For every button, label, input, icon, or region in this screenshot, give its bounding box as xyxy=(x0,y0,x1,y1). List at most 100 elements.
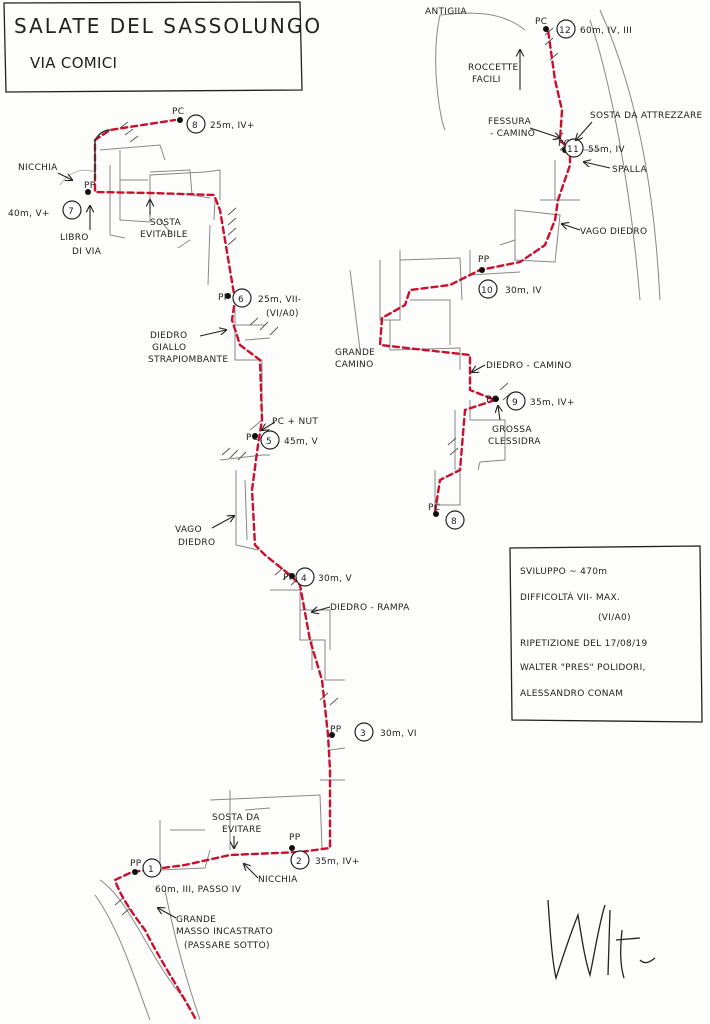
belay-11: PC 11 55m, IV xyxy=(558,138,625,158)
note-vago-diedro-2: DIEDRO xyxy=(178,538,215,548)
svg-text:PC: PC xyxy=(428,503,440,513)
rock-sketch-right xyxy=(349,9,661,506)
belay-6: PP 6 25m, VII- (VI/A0) xyxy=(218,288,301,319)
belay-1-grade: 60m, III, PASSO IV xyxy=(155,885,242,895)
summary-box: SVILUPPO ~ 470m DIFFICOLTÀ VII- MAX. (VI… xyxy=(509,545,703,723)
belay-3-number: 3 xyxy=(360,729,366,739)
svg-text:PP: PP xyxy=(218,293,230,303)
note-spalla: SPALLA xyxy=(612,165,647,175)
belay-2: PP 2 35m, IV+ xyxy=(289,833,360,870)
note-sosta-evitabile-1: SOSTA xyxy=(150,218,182,228)
note-sosta-evitabile-2: EVITABILE xyxy=(140,230,188,240)
belay-12-grade: 60m, IV, III xyxy=(580,26,632,36)
belay-4: PP 4 30m, V xyxy=(283,567,352,587)
note-vago-diedro-right: VAGO DIEDRO xyxy=(580,227,647,237)
annotations-right: ANTIGIIA ROCCETTE FACILI FESSURA - CAMIN… xyxy=(335,7,702,447)
svg-text:PC: PC xyxy=(558,139,570,149)
belay-7-number: 7 xyxy=(68,207,74,217)
belay-8: PC 8 25m, IV+ xyxy=(172,107,255,134)
belay-6-grade: 25m, VII- xyxy=(258,295,301,305)
svg-text:PC: PC xyxy=(486,395,498,405)
note-sosta-evitare-2: EVITARE xyxy=(222,825,262,835)
belay-7-grade: 40m, V+ xyxy=(8,209,50,219)
belay-4-number: 4 xyxy=(301,574,307,584)
annotations-left: NICCHIA LIBRO DI VIA SOSTA EVITABILE DIE… xyxy=(18,163,410,951)
belay-12-number: 12 xyxy=(559,26,571,36)
rock-sketch-left xyxy=(59,144,346,1021)
note-nicchia-bottom: NICCHIA xyxy=(258,875,298,885)
svg-text:PP: PP xyxy=(478,255,490,265)
belay-1-number: 1 xyxy=(148,865,154,875)
belay-11-number: 11 xyxy=(567,145,579,155)
signature xyxy=(547,899,656,981)
note-diedro-rampa: DIEDRO - RAMPA xyxy=(330,603,410,613)
note-masso-2: MASSO INCASTRATO xyxy=(176,927,273,937)
belay-6-grade-alt: (VI/A0) xyxy=(266,309,299,319)
note-diedro-giallo-3: STRAPIOMBANTE xyxy=(148,355,228,365)
summary-sviluppo: SVILUPPO ~ 470m xyxy=(520,567,607,577)
svg-text:PC: PC xyxy=(246,433,258,443)
belay-2-number: 2 xyxy=(296,857,302,867)
belay-9: PC 9 35m, IV+ xyxy=(486,391,575,411)
note-diedro-camino: DIEDRO - CAMINO xyxy=(486,361,572,371)
note-fessura-1: FESSURA xyxy=(488,117,532,127)
belay-9-number: 9 xyxy=(512,398,518,408)
note-libro: LIBRO xyxy=(60,233,89,243)
note-nicchia-top: NICCHIA xyxy=(18,163,58,173)
summary-difficolta: DIFFICOLTÀ VII- MAX. xyxy=(520,591,620,603)
title-line-2: VIA COMICI xyxy=(30,54,117,72)
note-vago-diedro-1: VAGO xyxy=(175,525,202,535)
summary-climber-2: ALESSANDRO CONAM xyxy=(520,689,623,699)
belay-10-grade: 30m, IV xyxy=(505,286,542,296)
note-masso-1: GRANDE xyxy=(176,915,216,925)
note-diedro-giallo-1: DIEDRO xyxy=(150,331,187,341)
title-box: SALATE DEL SASSOLUNGO VIA COMICI xyxy=(3,1,322,93)
note-grande-camino-1: GRANDE xyxy=(335,348,375,358)
svg-text:PP: PP xyxy=(84,181,96,191)
belay-5: PC 5 45m, V xyxy=(246,430,318,450)
route-right xyxy=(378,28,572,514)
belay-8-grade: 25m, IV+ xyxy=(210,121,255,131)
belay-2-grade: 35m, IV+ xyxy=(315,857,360,867)
summary-difficolta-alt: (VI/A0) xyxy=(598,613,631,623)
svg-text:PP: PP xyxy=(289,833,301,843)
note-grossa-2: CLESSIDRA xyxy=(488,437,541,447)
belay-6-number: 6 xyxy=(238,295,244,305)
svg-text:PP: PP xyxy=(130,859,142,869)
belay-3: PP 3 30m, VI xyxy=(329,722,417,742)
svg-text:PP: PP xyxy=(330,725,342,735)
note-sosta-attrezzare: SOSTA DA ATTREZZARE xyxy=(590,111,702,121)
route-left xyxy=(93,118,332,1020)
belay-5-grade: 45m, V xyxy=(284,437,318,447)
note-di-via: DI VIA xyxy=(72,247,102,257)
note-roccette-2: FACILI xyxy=(472,75,501,85)
note-fessura-2: - CAMINO xyxy=(490,129,535,139)
note-antigiia: ANTIGIIA xyxy=(425,7,467,17)
note-grande-camino-2: CAMINO xyxy=(335,360,373,370)
summary-climber-1: WALTER "PRES" POLIDORI, xyxy=(520,663,646,673)
belay-10: PP 10 30m, IV xyxy=(478,255,542,299)
belay-1: PP 1 60m, III, PASSO IV xyxy=(130,858,242,895)
overhang-hatching-right xyxy=(447,27,569,456)
belay-8r-number: 8 xyxy=(451,517,457,527)
note-pc-nut: PC + NUT xyxy=(272,417,318,427)
belay-9-grade: 35m, IV+ xyxy=(530,398,575,408)
svg-text:PP: PP xyxy=(283,573,295,583)
note-masso-3: (PASSARE SOTTO) xyxy=(184,941,270,951)
belay-5-number: 5 xyxy=(266,437,272,447)
belay-4-grade: 30m, V xyxy=(318,574,352,584)
belay-3-grade: 30m, VI xyxy=(380,729,417,739)
note-grossa-1: GROSSA xyxy=(492,425,532,435)
note-roccette-1: ROCCETTE xyxy=(468,63,519,73)
title-line-1: SALATE DEL SASSOLUNGO xyxy=(14,14,322,38)
svg-text:PC: PC xyxy=(535,17,547,27)
belay-10-number: 10 xyxy=(481,286,493,296)
note-diedro-giallo-2: GIALLO xyxy=(152,343,186,353)
belay-8-number: 8 xyxy=(192,121,198,131)
belay-8-right: PC 8 xyxy=(428,503,465,530)
summary-ripetizione: RIPETIZIONE DEL 17/08/19 xyxy=(520,639,647,649)
note-sosta-evitare-1: SOSTA DA xyxy=(212,813,260,823)
belay-11-grade: 55m, IV xyxy=(588,145,625,155)
belay-7: PP 7 40m, V+ xyxy=(8,181,96,220)
